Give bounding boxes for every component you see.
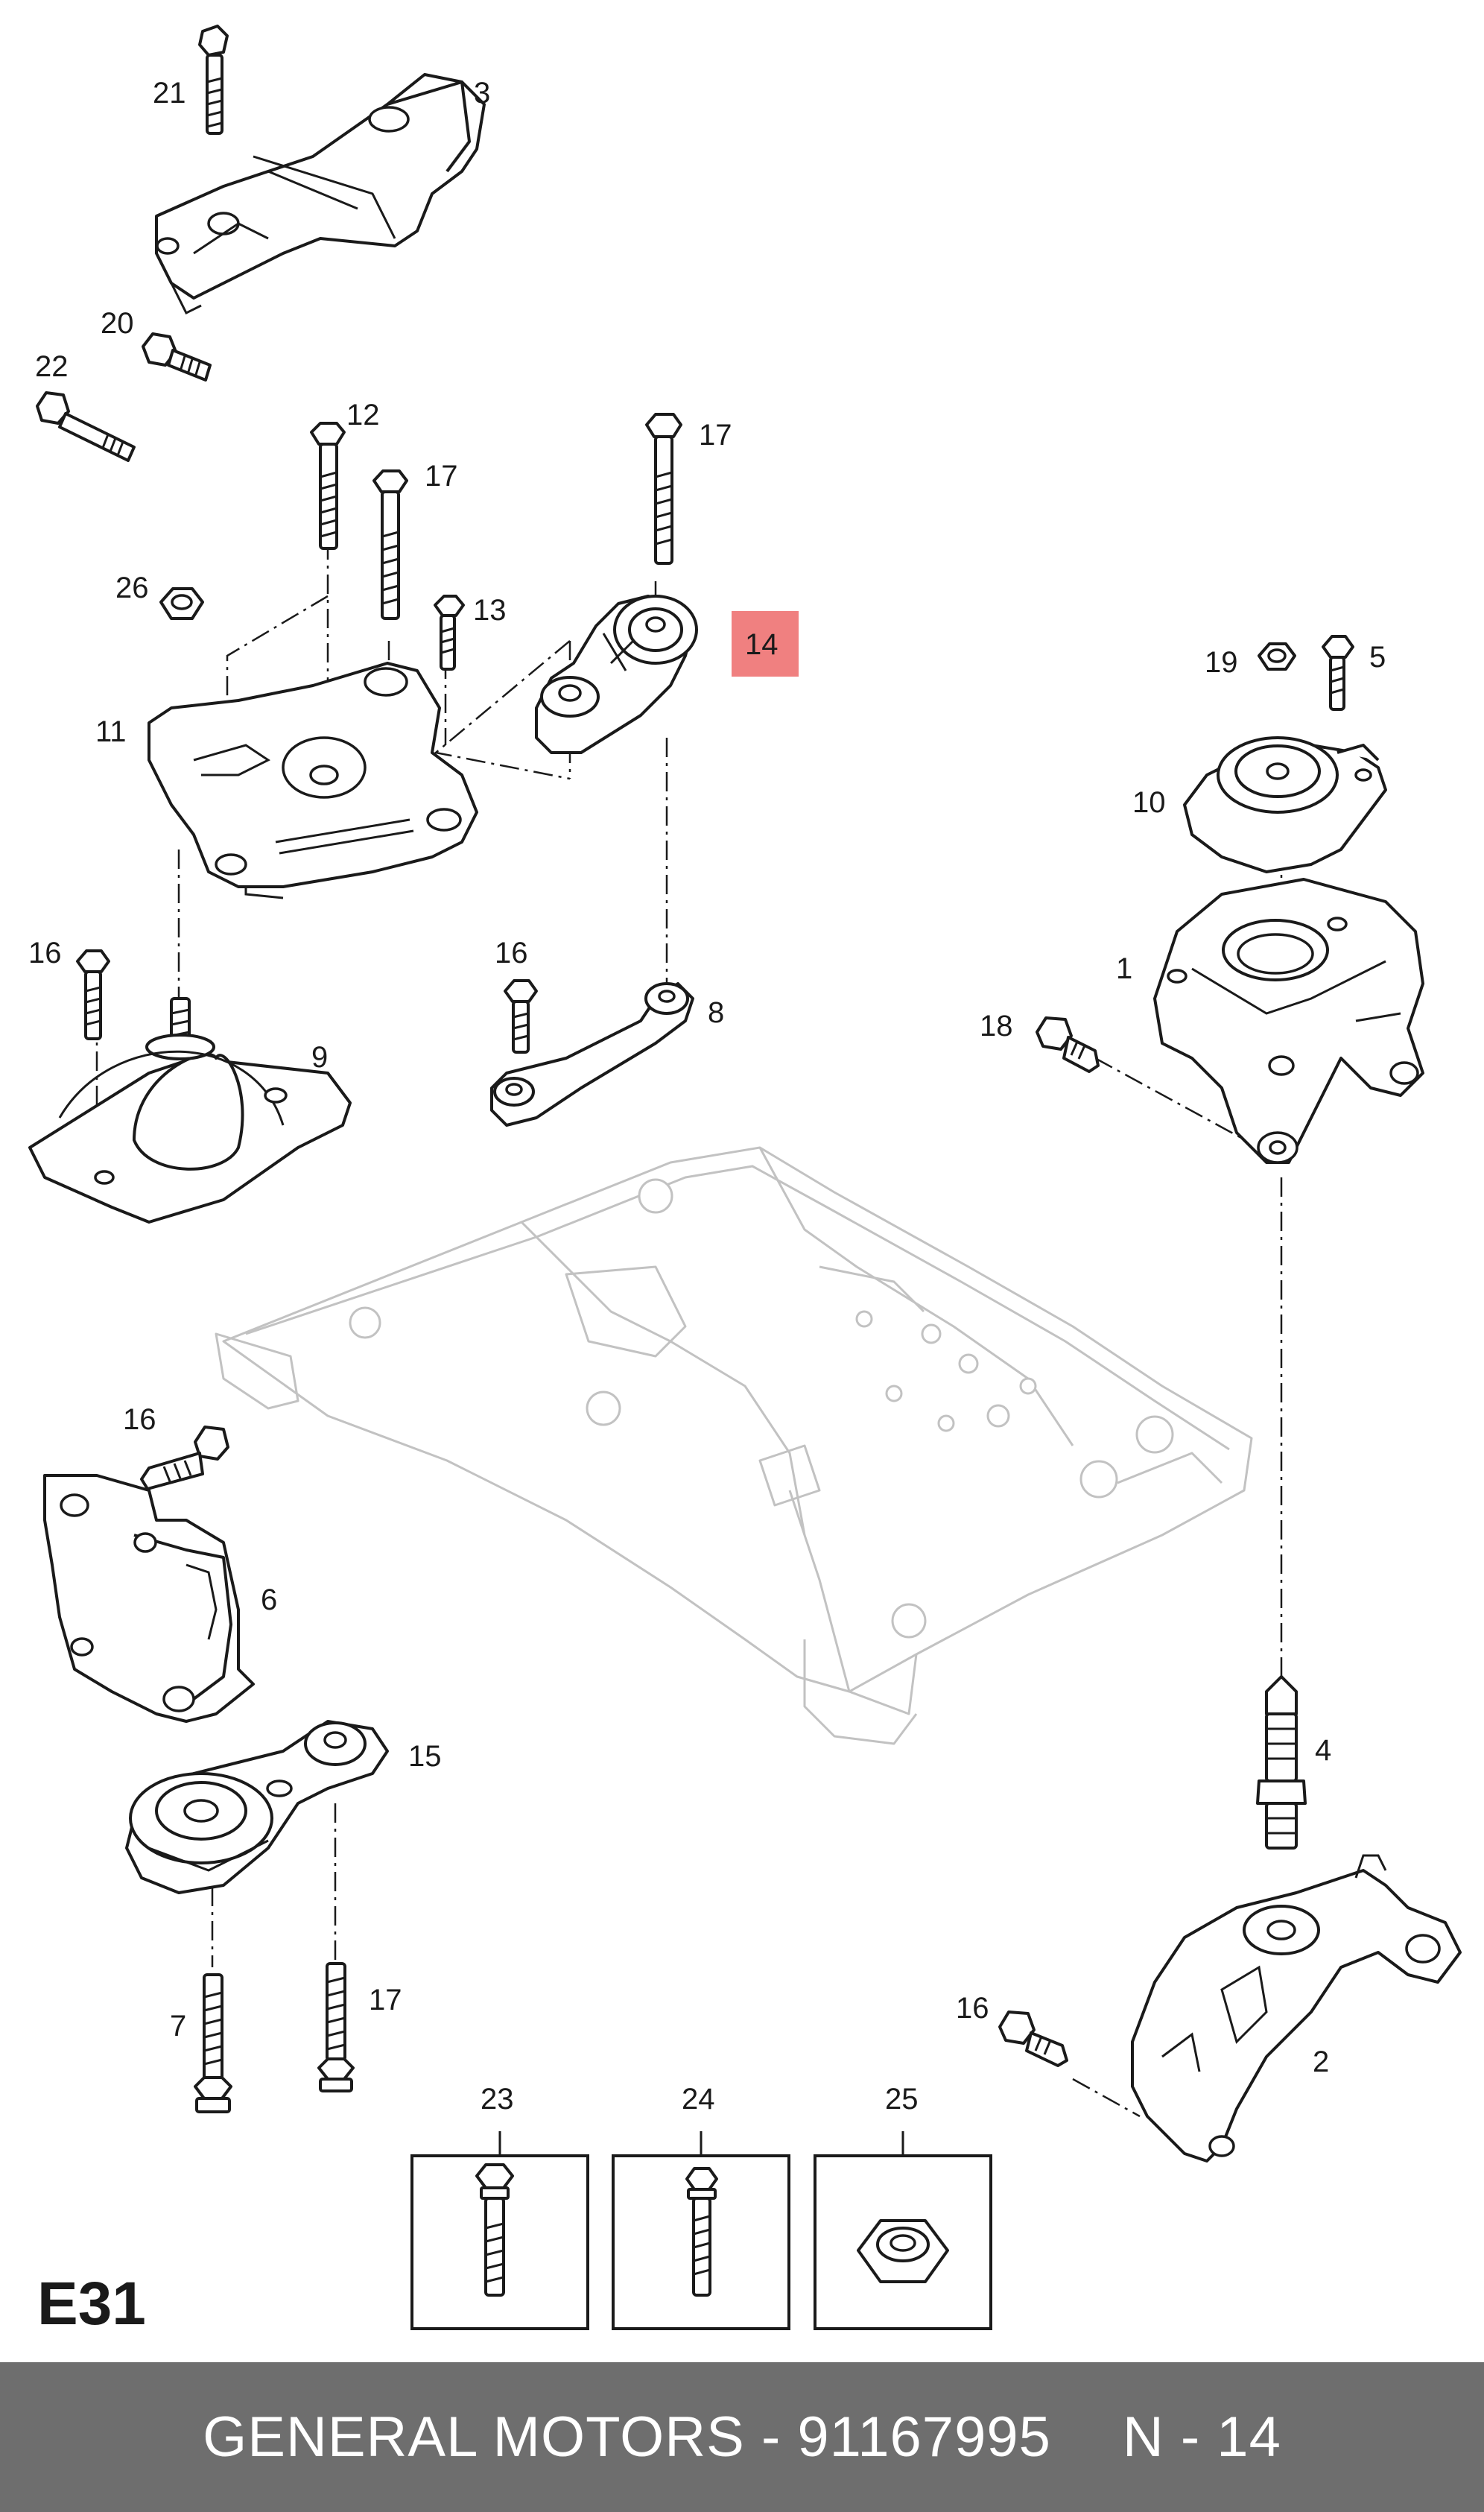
bolt-12-icon xyxy=(310,422,346,550)
callout-8: 8 xyxy=(708,996,724,1029)
bolt-20-icon xyxy=(142,332,212,382)
callout-1: 1 xyxy=(1116,952,1132,985)
part-10-upper-hydro-mount xyxy=(1183,736,1387,873)
bolt-18-icon xyxy=(1036,1016,1100,1073)
callout-23: 23 xyxy=(481,2083,514,2116)
callout-5: 5 xyxy=(1369,641,1386,674)
callout-20: 20 xyxy=(101,307,134,340)
bolt-17-lower-icon xyxy=(317,1962,355,2092)
callout-24: 24 xyxy=(682,2083,715,2116)
part-3-upper-mount-bracket xyxy=(155,73,486,315)
callout-26: 26 xyxy=(115,572,149,604)
callout-3: 3 xyxy=(474,77,490,110)
callout-6: 6 xyxy=(261,1584,277,1616)
callout-11: 11 xyxy=(95,715,127,748)
bolt-17-center-icon xyxy=(645,413,682,565)
highlight-box-14 xyxy=(732,611,799,677)
callout-17a: 17 xyxy=(425,460,458,493)
callout-7: 7 xyxy=(170,2010,186,2043)
callout-14: 14 xyxy=(745,628,779,661)
footer-brand-part: GENERAL MOTORS - 91167995 xyxy=(203,2405,1051,2469)
box-25 xyxy=(814,2154,992,2330)
callout-19: 19 xyxy=(1205,646,1238,679)
bolt-7-icon xyxy=(194,1973,232,2113)
callout-16c: 16 xyxy=(123,1403,156,1436)
callout-15: 15 xyxy=(408,1740,442,1773)
part-4-stud xyxy=(1256,1675,1307,1850)
box-leaders xyxy=(498,2131,904,2156)
nut-19-icon xyxy=(1258,642,1296,671)
bolt-16-left-icon xyxy=(76,949,110,1040)
nut-26-icon xyxy=(159,587,204,620)
callout-4: 4 xyxy=(1315,1734,1331,1767)
exploded-parts-diagram: 21 3 20 22 12 17 17 26 13 14 11 19 5 10 … xyxy=(28,25,1462,2330)
callout-17c: 17 xyxy=(369,1984,402,2016)
part-9-lower-mount xyxy=(28,997,352,1224)
callout-13: 13 xyxy=(473,594,507,627)
callout-12: 12 xyxy=(346,399,380,431)
part-15-lower-hydro-mount xyxy=(125,1720,389,1894)
callout-17b: 17 xyxy=(699,419,732,452)
bolt-13-icon xyxy=(434,595,465,671)
bolt-16-right-lower-icon xyxy=(998,2010,1068,2067)
part-6-left-bracket xyxy=(43,1474,255,1723)
callout-16b: 16 xyxy=(495,937,528,969)
callout-21: 21 xyxy=(153,77,186,110)
callout-16a: 16 xyxy=(28,937,62,969)
callout-10: 10 xyxy=(1132,786,1166,819)
bolt-16-center-icon xyxy=(504,979,538,1054)
bolt-22-icon xyxy=(36,391,136,462)
callout-9: 9 xyxy=(311,1041,328,1074)
subframe-ghost xyxy=(215,1146,1253,1745)
footer-text-row: GENERAL MOTORS - 91167995 N - 14 xyxy=(0,2362,1484,2512)
box-24 xyxy=(612,2154,790,2330)
callout-22: 22 xyxy=(35,350,69,383)
footer-bar: GENERAL MOTORS - 91167995 N - 14 xyxy=(0,2362,1484,2512)
part-11-mount-plate xyxy=(148,662,478,899)
part-1-right-bracket xyxy=(1153,878,1424,1164)
page-code-label: E31 xyxy=(37,2270,146,2338)
callout-18: 18 xyxy=(980,1010,1013,1043)
bolt-16-left-lower-icon xyxy=(140,1426,229,1490)
part-2-lower-right-bracket xyxy=(1131,1854,1462,2163)
callout-2: 2 xyxy=(1313,2046,1329,2078)
callout-16d: 16 xyxy=(956,1992,989,2025)
part-14-torque-rod xyxy=(535,595,698,754)
bolt-17-left-icon xyxy=(372,469,408,620)
box-23 xyxy=(410,2154,589,2330)
footer-item-ref: N - 14 xyxy=(1122,2405,1281,2469)
part-8-lower-link xyxy=(490,982,694,1127)
bolt-5-icon xyxy=(1322,635,1354,711)
callout-labels: 21 3 20 22 12 17 17 26 13 14 11 19 5 10 … xyxy=(28,77,1386,2116)
bolt-21-icon xyxy=(198,25,229,135)
callout-25: 25 xyxy=(885,2083,919,2116)
